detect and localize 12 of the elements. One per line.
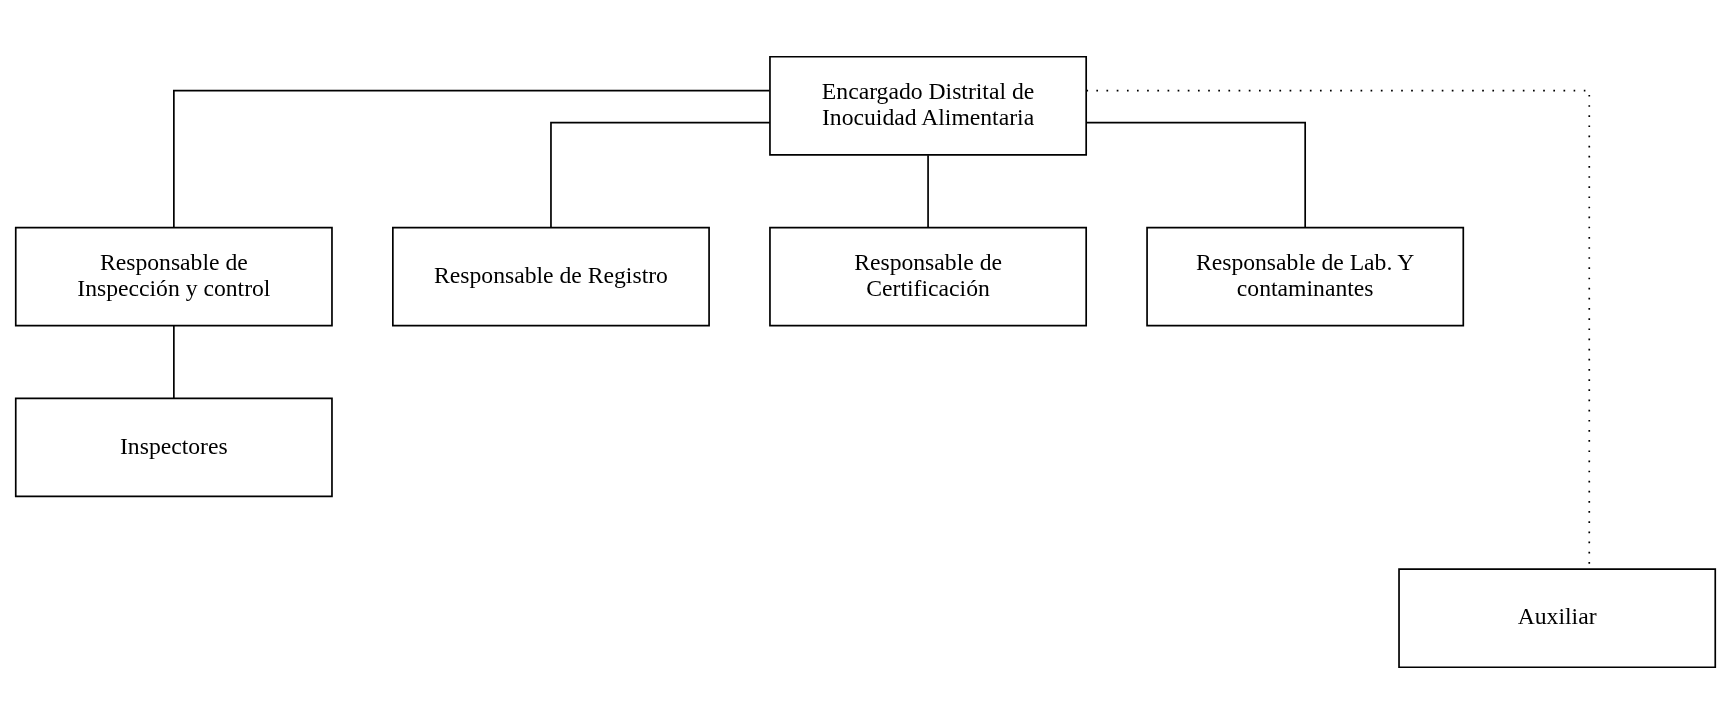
node-box: Responsable de Lab. Y contaminantes (1146, 226, 1465, 327)
node-box: Responsable de Inspección y control (14, 226, 333, 327)
connector (550, 121, 771, 229)
connector (927, 154, 929, 229)
node-box: Inspectores (14, 397, 333, 498)
node-box: Auxiliar (1398, 568, 1717, 669)
connector (173, 325, 175, 399)
node-box: Responsable de Registro (392, 226, 710, 327)
node-box: Responsable de Certificación (769, 226, 1088, 327)
connector (1085, 121, 1306, 229)
connector (173, 89, 771, 229)
node-box: Encargado Distrital de Inocuidad Alimentaria (769, 55, 1088, 156)
